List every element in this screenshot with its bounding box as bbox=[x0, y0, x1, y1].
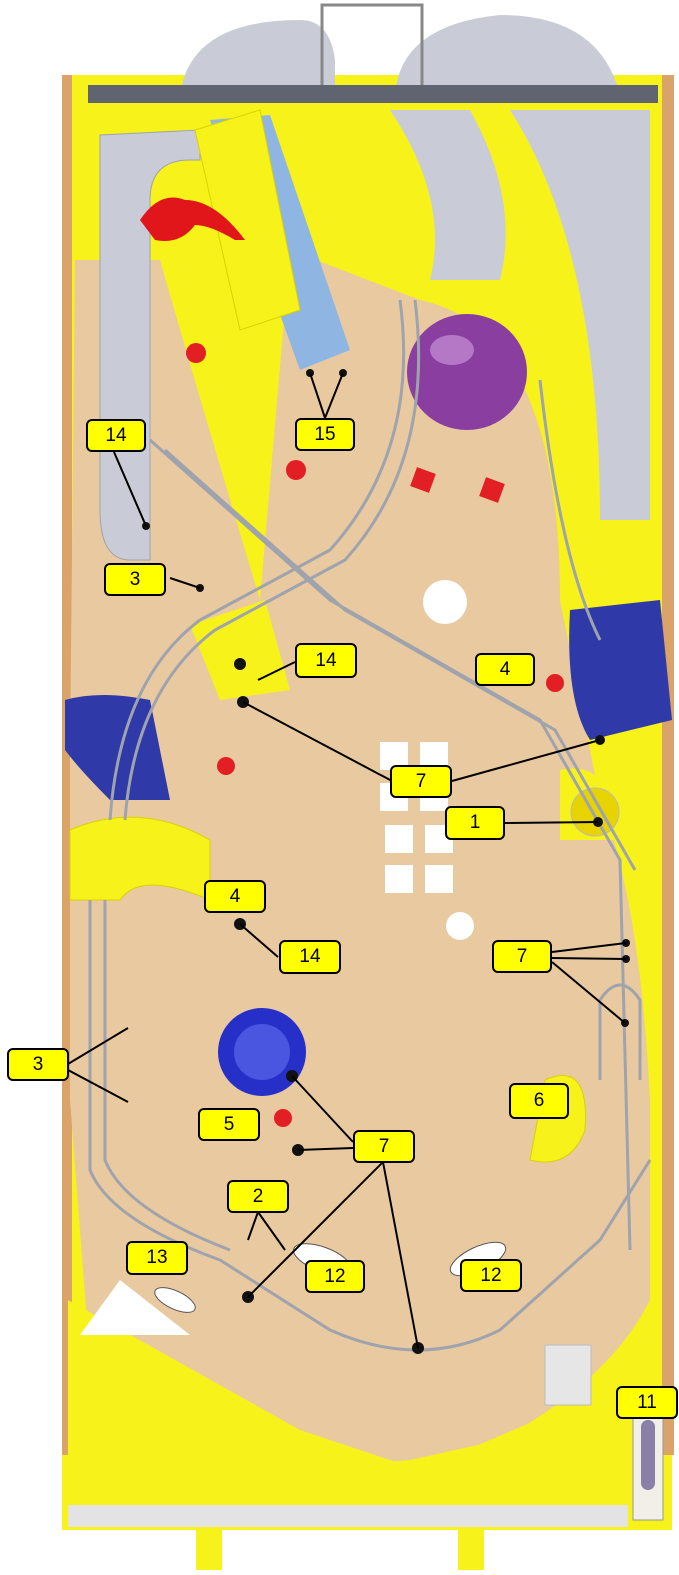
callout-2: 2 bbox=[227, 1180, 289, 1213]
callout-1: 1 bbox=[445, 806, 505, 840]
blue-cup-inner bbox=[234, 1024, 290, 1080]
callout-4-left: 4 bbox=[204, 880, 266, 913]
apron-bottom-strip bbox=[68, 1505, 628, 1527]
callout-13: 13 bbox=[126, 1241, 188, 1275]
callout-7-middle: 7 bbox=[390, 765, 452, 798]
callout-14-middle: 14 bbox=[295, 643, 357, 678]
callout-14-upper: 14 bbox=[86, 419, 146, 452]
callout-12-left: 12 bbox=[305, 1260, 365, 1293]
top-right-arch bbox=[395, 15, 620, 95]
apron-card bbox=[545, 1345, 591, 1405]
right-blue-hand bbox=[569, 600, 672, 740]
callout-12-right: 12 bbox=[460, 1259, 522, 1292]
right-side-rail bbox=[662, 75, 674, 1455]
callout-6: 6 bbox=[509, 1083, 569, 1119]
top-left-arch bbox=[180, 20, 335, 95]
dome-highlight bbox=[430, 335, 474, 365]
leg-right bbox=[458, 1527, 484, 1570]
leg-left bbox=[196, 1527, 222, 1570]
purple-dome bbox=[407, 314, 527, 430]
callout-5: 5 bbox=[198, 1108, 260, 1141]
callout-14-lower: 14 bbox=[279, 940, 341, 974]
callout-3-upper: 3 bbox=[104, 563, 166, 596]
callout-11: 11 bbox=[616, 1386, 678, 1419]
plunger bbox=[641, 1420, 655, 1490]
callout-15: 15 bbox=[295, 418, 355, 451]
callout-7-lower: 7 bbox=[353, 1130, 415, 1163]
callout-7-right: 7 bbox=[492, 940, 552, 973]
callout-3-lower: 3 bbox=[7, 1048, 69, 1081]
top-bar bbox=[88, 85, 658, 103]
callout-4-right: 4 bbox=[475, 653, 535, 686]
